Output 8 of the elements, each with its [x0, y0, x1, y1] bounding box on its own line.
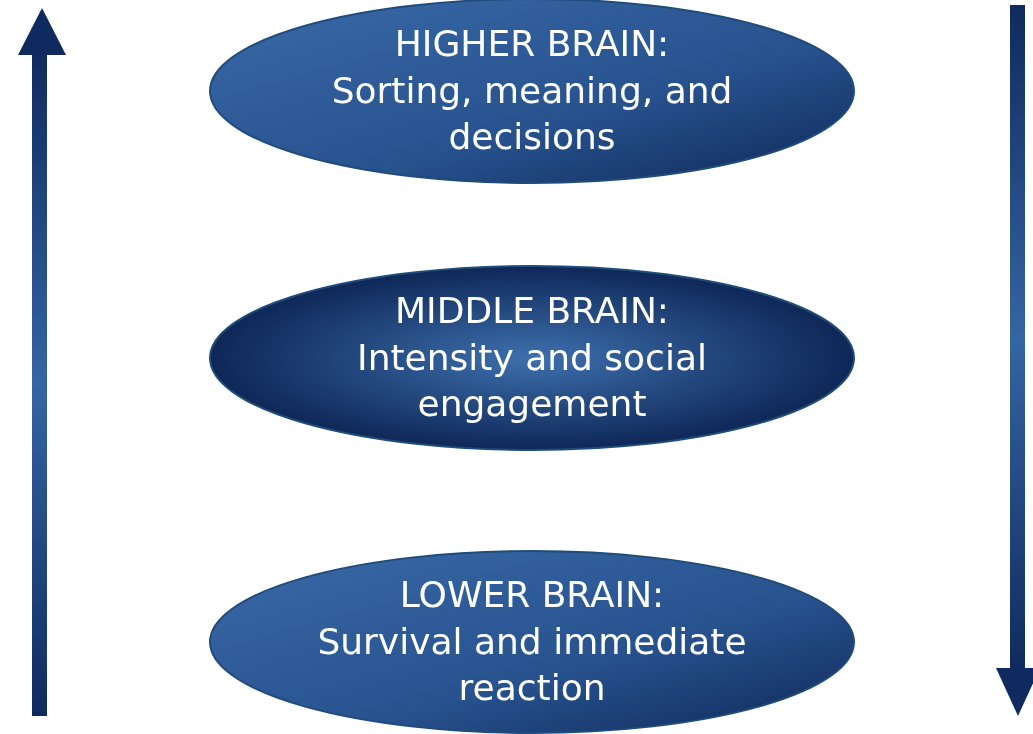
ellipse-node	[209, 550, 855, 734]
node-text: Survival and immediate reaction	[316, 619, 748, 711]
node-heading: LOWER BRAIN:	[399, 572, 665, 617]
node-heading: HIGHER BRAIN:	[394, 21, 670, 66]
node-heading: MIDDLE BRAIN:	[395, 288, 669, 333]
ellipse-node	[209, 265, 855, 451]
node-text: Intensity and social engagement	[356, 335, 708, 427]
node-text: Sorting, meaning, and decisions	[330, 68, 734, 160]
